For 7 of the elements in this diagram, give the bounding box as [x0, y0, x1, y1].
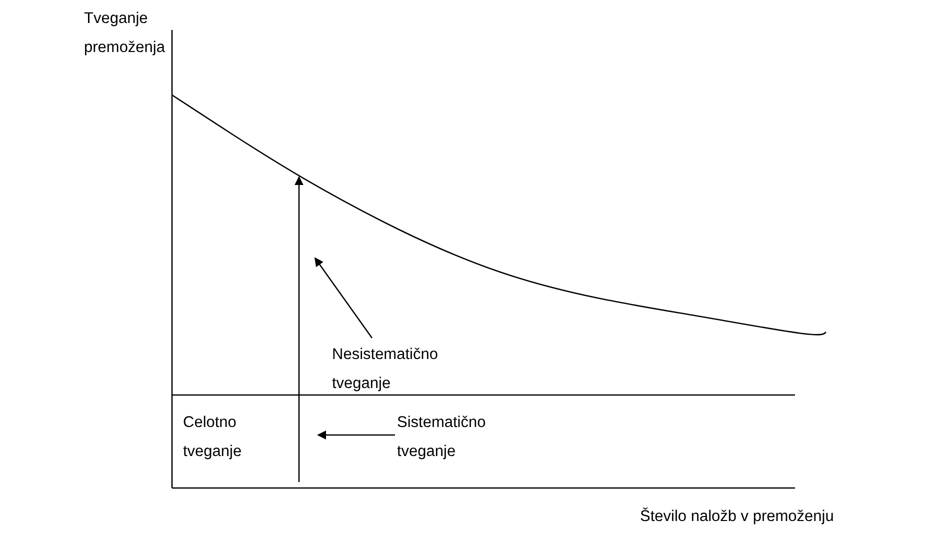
annotation-text: Nesistematično tveganje: [332, 345, 439, 394]
annotation-text: Celotno tveganje: [183, 413, 243, 462]
axis-label: Tveganje premoženja: [84, 9, 166, 58]
arrow: [314, 257, 373, 338]
annotation-text: Sistematično tveganje: [397, 413, 487, 462]
arrow: [317, 430, 395, 440]
axis-label: Število naložb v premoženju: [640, 506, 835, 527]
